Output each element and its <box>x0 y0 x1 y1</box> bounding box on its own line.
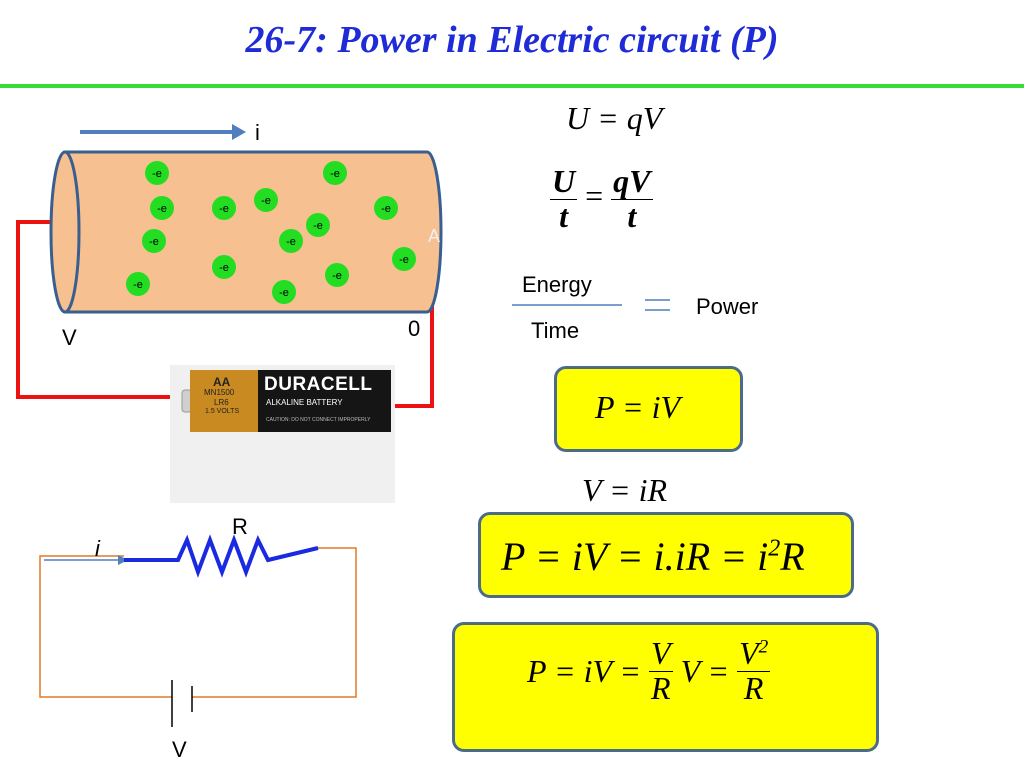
electron-11 <box>212 255 236 279</box>
electron-label-6: -e <box>381 203 391 215</box>
eq2-equals: = <box>585 177 604 214</box>
box3-frac2-exponent: 2 <box>758 636 769 658</box>
battery-gold-section <box>190 370 260 432</box>
electron-10 <box>392 247 416 271</box>
eq2-rhs-denominator: t <box>627 197 637 234</box>
electron-label-12: -e <box>332 270 342 282</box>
electron-label-7: -e <box>313 220 323 232</box>
conductor-end-label: A <box>428 226 441 246</box>
title-divider <box>0 84 1024 88</box>
electron-8 <box>142 229 166 253</box>
energy-label: Energy <box>522 272 592 297</box>
eq2-lhs-numerator: U <box>550 163 578 200</box>
electron-2 <box>323 161 347 185</box>
box3-frac2-numerator: V2 <box>737 635 771 672</box>
electron-label-4: -e <box>219 203 229 215</box>
power-resistance-formula: P = iV = i.iR = i2R <box>501 533 805 580</box>
box3-start: P = iV = <box>527 653 642 690</box>
box2-exponent: 2 <box>768 535 781 562</box>
electron-label-9: -e <box>286 236 296 248</box>
conductor-left-voltage-label: V <box>62 325 77 350</box>
conductor-right-voltage-label: 0 <box>408 316 421 341</box>
electron-5 <box>254 188 278 212</box>
box3-frac2-denominator: R <box>743 669 764 706</box>
battery-text-model: MN1500 <box>204 388 235 397</box>
battery-text-volts: 1.5 VOLTS <box>205 408 240 415</box>
battery-black-section <box>258 370 391 432</box>
electron-1 <box>145 161 169 185</box>
circuit-loop-wire <box>39 555 172 698</box>
time-label: Time <box>531 318 580 343</box>
left-wire <box>16 220 175 399</box>
conductor-current-label: i <box>255 120 260 145</box>
power-resistance-box: P = iV = i.iR = i2R <box>478 512 854 598</box>
electron-label-13: -e <box>133 279 143 291</box>
source-voltage-label: V <box>172 737 187 762</box>
box3-frac1-numerator: V <box>649 635 673 672</box>
electron-label-5: -e <box>261 195 271 207</box>
box2-main: P = iV = i.iR = i <box>501 534 769 579</box>
electron-3 <box>150 196 174 220</box>
circuit-loop-wire-right <box>192 547 357 698</box>
box3-frac1-denominator: R <box>651 669 671 706</box>
electron-4 <box>212 196 236 220</box>
circuit-current-arrowhead <box>118 555 128 565</box>
right-wire <box>395 283 434 408</box>
electron-label-2: -e <box>330 168 340 180</box>
conductor-left-end <box>49 150 81 314</box>
electron-label-3: -e <box>157 203 167 215</box>
energy-equation: U = qV <box>566 100 663 136</box>
power-formula: P = iV <box>595 389 680 425</box>
battery-brand: DURACELL <box>264 374 373 395</box>
page-title: 26-7: Power in Electric circuit (P) <box>245 19 779 61</box>
eq2-rhs-numerator: qV <box>611 163 653 200</box>
circuit-current-label: i <box>95 536 100 561</box>
battery-text-aa: AA <box>213 375 231 389</box>
battery-text-lr6: LR6 <box>214 398 229 407</box>
electron-7 <box>306 213 330 237</box>
electron-label-11: -e <box>219 262 229 274</box>
power-label: Power <box>696 294 759 319</box>
current-arrowhead <box>232 124 246 140</box>
electron-label-10: -e <box>399 254 409 266</box>
electron-label-14: -e <box>279 287 289 299</box>
resistor-zigzag <box>124 534 319 578</box>
box3-frac2-num-v: V <box>739 635 759 671</box>
battery-subtitle: ALKALINE BATTERY <box>266 398 343 407</box>
power-formula-box: P = iV <box>554 366 743 452</box>
box2-tail: R <box>780 534 805 579</box>
electron-9 <box>279 229 303 253</box>
electron-6 <box>374 196 398 220</box>
electron-13 <box>126 272 150 296</box>
resistor-label: R <box>232 514 248 539</box>
ohms-law: V = iR <box>582 472 667 508</box>
electron-label-1: -e <box>152 168 162 180</box>
electron-12 <box>325 263 349 287</box>
conductor-body <box>63 150 443 314</box>
electron-group: -e -e -e -e -e -e -e -e -e -e -e -e -e -e <box>126 161 416 304</box>
battery-caution: CAUTION: DO NOT CONNECT IMPROPERLY <box>266 417 371 423</box>
electron-label-8: -e <box>149 236 159 248</box>
eq2-lhs-denominator: t <box>559 197 568 234</box>
box3-mid: V = <box>680 653 730 690</box>
electron-14 <box>272 280 296 304</box>
